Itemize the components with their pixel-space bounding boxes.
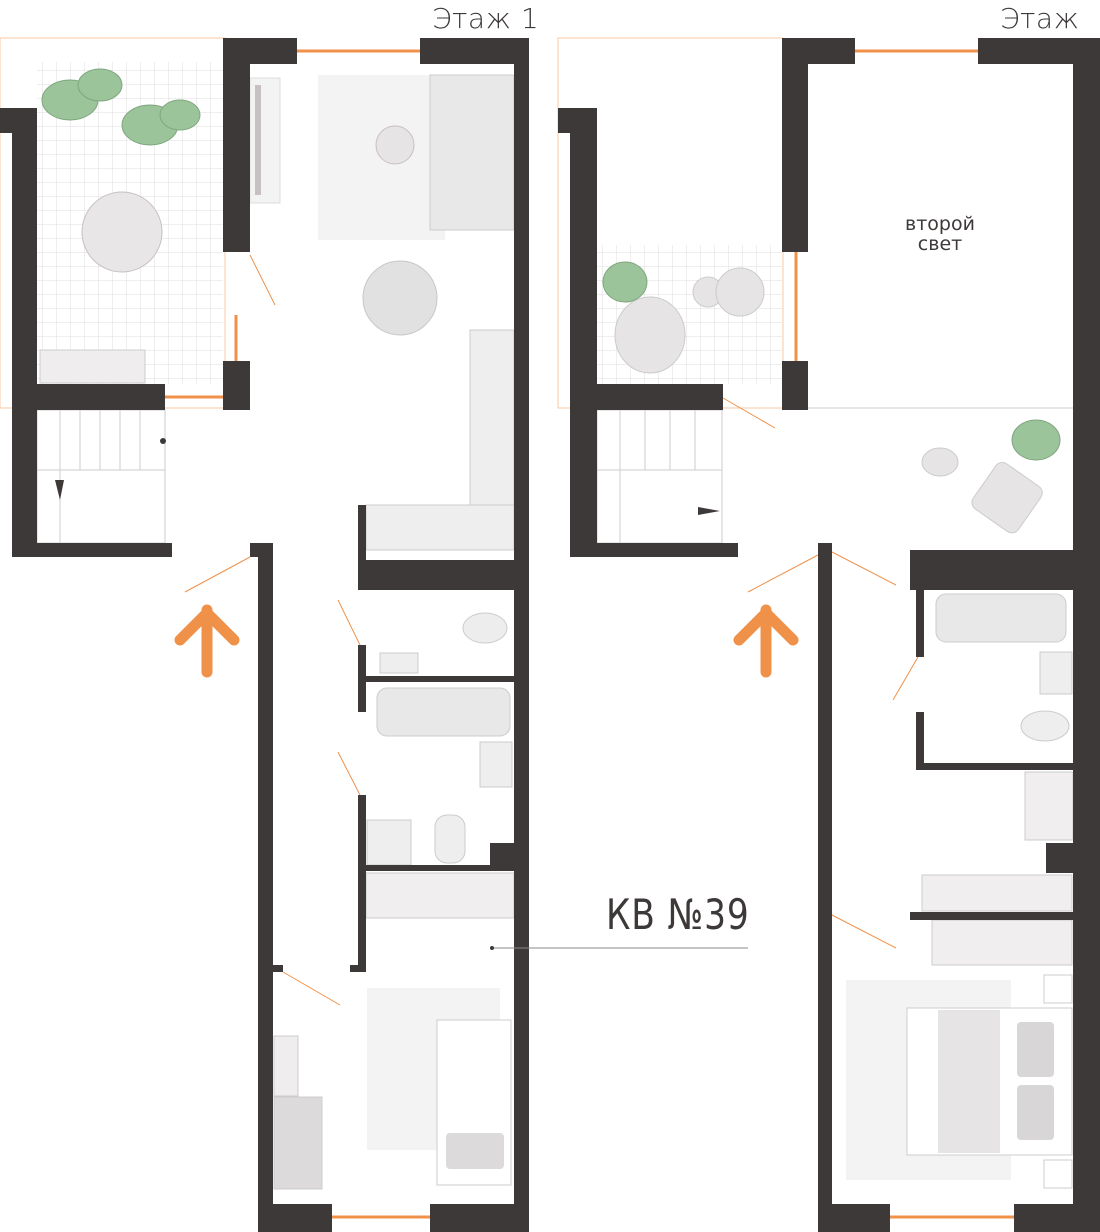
sink-icon (1039, 651, 1073, 695)
tv-stand (249, 77, 281, 204)
toilet-icon (434, 814, 466, 864)
wardrobe (365, 872, 515, 919)
walls-floor-1 (0, 38, 529, 1232)
kitchen-sink-counter (365, 504, 515, 551)
entrance-arrow-icon (174, 604, 240, 678)
shelf (921, 874, 1073, 912)
windows-floor-2 (794, 49, 1014, 1219)
apartment-number: КВ №39 (606, 890, 750, 939)
door-swings-floor-1 (184, 254, 361, 1006)
terrace-bench (39, 349, 146, 384)
dining-table-icon (81, 191, 163, 273)
floor-2 (557, 37, 1100, 1232)
nightstand (1043, 1159, 1073, 1189)
nightstand (1043, 974, 1073, 1004)
toilet-icon (1020, 710, 1070, 742)
pillow (446, 1133, 504, 1169)
blanket (938, 1010, 1000, 1153)
coffee-table (375, 125, 415, 165)
bathtub-icon (376, 687, 511, 737)
toilet-icon (462, 612, 508, 644)
floor-2-title: Этаж 2 (1000, 2, 1080, 68)
floor-1-title: Этаж 1 (432, 2, 540, 35)
stairs-icon (596, 409, 723, 544)
sink-icon (379, 652, 419, 674)
floor-1 (0, 37, 529, 1232)
second-light-label: второй свет (905, 213, 975, 255)
tv (255, 85, 261, 195)
shelf (273, 1035, 299, 1097)
pillow (1017, 1022, 1054, 1077)
desk (273, 1096, 323, 1190)
door-swings-floor-2 (722, 397, 919, 949)
sink-icon (479, 741, 513, 788)
stairs-icon (36, 409, 166, 544)
walls-floor-2 (558, 38, 1100, 1232)
lounge-chair (614, 296, 686, 374)
sofa-icon (429, 74, 515, 231)
plant-icon (1011, 419, 1061, 461)
entrance-arrow-icon (733, 604, 799, 678)
kitchen-counter (469, 329, 515, 506)
washing-machine (366, 819, 412, 866)
armchair (971, 462, 1043, 534)
wardrobe (1024, 771, 1074, 841)
wardrobe (931, 919, 1073, 966)
plant-icon (602, 261, 648, 303)
windows-floor-1 (165, 49, 430, 1219)
bathtub-icon (935, 593, 1067, 643)
plant-icon (41, 68, 201, 146)
pillow (1017, 1085, 1054, 1140)
dining-table-icon (362, 260, 438, 336)
